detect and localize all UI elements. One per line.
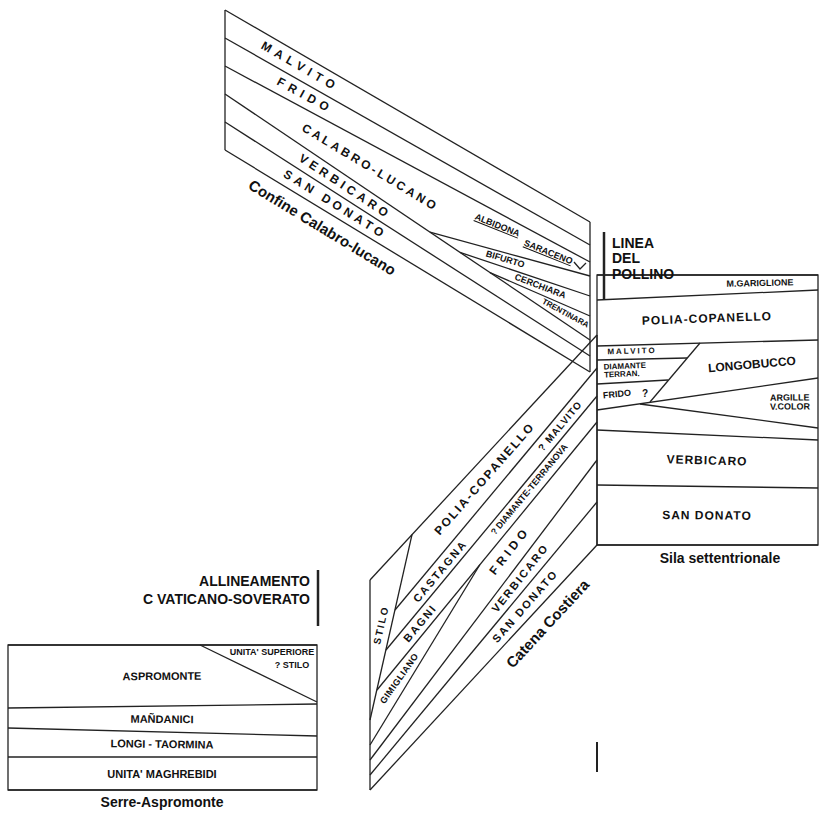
- unit-boundary: [597, 430, 818, 440]
- column-edge: [224, 10, 225, 150]
- unit-label: SAN DONATO: [662, 509, 752, 523]
- small-wedge: [574, 262, 586, 269]
- unit-label: STILO: [371, 605, 391, 646]
- unit-boundary: [370, 545, 597, 790]
- unit-boundary: [597, 544, 818, 545]
- unit-label: SARACENO: [522, 239, 574, 267]
- unit-label: ALBIDONA: [473, 212, 521, 239]
- unit-boundary: [225, 38, 590, 245]
- unit-label: POLIA-COPANELLO: [642, 310, 773, 328]
- unit-label: TRENTINARA: [540, 298, 590, 331]
- unit-label: CASTAGNA: [411, 537, 470, 604]
- column-box: [8, 645, 317, 790]
- unit-boundary: [597, 290, 818, 300]
- unit-label: ASPROMONTE: [123, 669, 202, 682]
- unit-label: BAGNI: [401, 602, 439, 645]
- unit-label: Serre-Aspromonte: [101, 795, 224, 810]
- unit-label: MAÑDANICI: [130, 713, 193, 726]
- unit-label: Sila settentrionale: [660, 551, 781, 566]
- column-edge: [589, 222, 590, 372]
- unit-label: CERCHIARA: [513, 272, 567, 301]
- unit-label: LONGI - TAORMINA: [110, 738, 213, 751]
- unit-label: UNITA' SUPERIORE: [230, 648, 314, 658]
- unit-label: UNITA' MAGHREBIDI: [107, 767, 216, 779]
- unit-label: POLIA-COPANELLO: [432, 420, 538, 538]
- tick-mark: [596, 742, 598, 772]
- column-box: [597, 275, 818, 545]
- fault-line-mark: [317, 570, 320, 626]
- unit-boundary: [597, 485, 818, 488]
- unit-label: ARGILLE V.COLOR: [770, 394, 810, 413]
- unit-boundary: [370, 502, 597, 775]
- unit-label: FRIDO: [603, 389, 632, 402]
- unit-boundary: [597, 380, 668, 384]
- unit-label: VERBICARO: [666, 453, 747, 469]
- unit-boundary: [377, 422, 597, 690]
- unit-boundary: [650, 343, 700, 402]
- unit-boundary: [490, 273, 590, 316]
- unit-label: M.GARIGLIONE: [726, 278, 793, 289]
- unit-boundary: [8, 756, 317, 757]
- unit-label: BIFURTO: [485, 250, 526, 271]
- unit-label: LONGOBUCCO: [708, 354, 797, 375]
- unit-label: DIAMANTE TERRAN.: [604, 362, 647, 380]
- unit-boundary: [225, 94, 590, 340]
- unit-boundary: [8, 704, 317, 708]
- unit-boundary: [370, 460, 597, 760]
- unit-boundary: [200, 645, 317, 702]
- unit-label: GIMIGLIANO: [379, 652, 422, 706]
- unit-boundary: [225, 122, 590, 356]
- unit-boundary: [597, 358, 687, 360]
- unit-boundary: [8, 789, 317, 790]
- unit-label: LINEA DEL POLLINO: [612, 236, 674, 282]
- unit-label: ? STILO: [275, 661, 310, 671]
- unit-label: C VATICANO-SOVERATO: [143, 592, 310, 607]
- unit-boundary: [8, 644, 317, 645]
- unit-label: ALLINEAMENTO: [199, 574, 310, 589]
- unit-boundary: [8, 728, 317, 736]
- column-edge: [369, 580, 370, 790]
- unit-boundary: [225, 66, 590, 262]
- unit-boundary: [225, 10, 590, 222]
- unit-boundary: [597, 340, 818, 346]
- unit-label: ?: [642, 388, 648, 399]
- unit-label: MALVITO: [607, 347, 656, 357]
- fault-line-mark: [603, 232, 606, 300]
- unit-boundary: [395, 368, 597, 610]
